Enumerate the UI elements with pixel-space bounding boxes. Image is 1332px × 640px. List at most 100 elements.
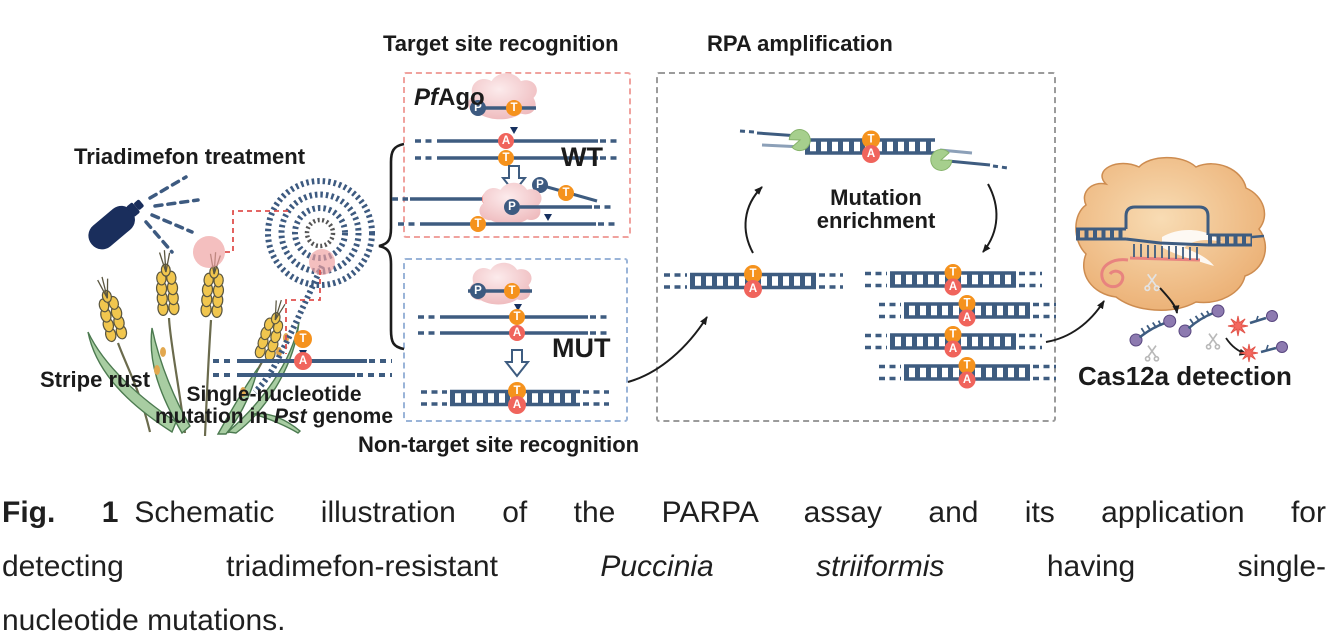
highlight-circle-coil xyxy=(309,249,335,275)
highlight-circle-wheat xyxy=(193,236,225,268)
mutation-a-base: A xyxy=(294,352,312,370)
template-a-base: A xyxy=(744,280,762,298)
svg-text:A: A xyxy=(299,355,307,367)
cas12a-mouth xyxy=(1162,229,1222,266)
mut-to-rpa-arrow xyxy=(627,316,708,383)
svg-text:T: T xyxy=(949,267,956,279)
mutation-t-base: T xyxy=(294,330,312,348)
svg-text:T: T xyxy=(474,218,481,230)
pfago-label: PfAgo xyxy=(414,84,485,111)
svg-text:P: P xyxy=(474,285,482,297)
duplex-a-base: A xyxy=(508,396,526,414)
svg-text:A: A xyxy=(963,374,971,386)
mut-panel-graphics: P T T A T xyxy=(418,262,611,414)
no-cleavage-arrow xyxy=(503,349,531,378)
crrna-hairpin xyxy=(1100,258,1129,289)
guide-t-base: T xyxy=(506,100,522,116)
non-target-site-header: Non-target site recognition xyxy=(358,432,640,457)
cycle-arrow-left xyxy=(744,186,763,254)
svg-text:A: A xyxy=(867,148,875,160)
svg-text:T: T xyxy=(867,134,874,146)
red-dashed-connectors xyxy=(225,210,321,354)
amplicon-t-base: T xyxy=(862,130,880,149)
target-strand xyxy=(1125,237,1209,247)
mut-a-base: A xyxy=(509,325,525,341)
reporter-probe xyxy=(1174,302,1229,340)
mut-nontarget-box xyxy=(403,258,628,422)
r-loop-strand xyxy=(1124,205,1210,235)
mutation-enrichment-line1: Mutation xyxy=(830,185,922,210)
caption-line-3: nucleotide mutations. xyxy=(2,604,286,637)
svg-text:P: P xyxy=(508,201,516,213)
wt-label: WT xyxy=(561,142,603,172)
svg-text:P: P xyxy=(474,102,482,114)
stripe-rust-label: Stripe rust xyxy=(40,367,151,392)
mutation-enrichment-label: Mutation enrichment xyxy=(805,186,947,232)
wt-a-base: A xyxy=(498,133,514,149)
svg-text:T: T xyxy=(963,360,970,372)
released-guide-p: P xyxy=(532,177,548,193)
svg-text:T: T xyxy=(502,152,509,164)
duplex-t-base: T xyxy=(508,382,526,400)
figure-artwork: T A P T A T xyxy=(87,73,1288,437)
rpa-panel-graphics: T A T A xyxy=(627,129,1105,389)
amplicon-a-base: A xyxy=(862,145,880,163)
triadimefon-treatment-label: Triadimefon treatment xyxy=(74,144,306,169)
cas12a-graphics xyxy=(1075,156,1288,363)
svg-text:A: A xyxy=(749,283,757,295)
svg-text:T: T xyxy=(963,298,970,310)
cycle-arrow-right xyxy=(982,183,998,253)
svg-text:T: T xyxy=(513,385,520,397)
reporter-probe xyxy=(1126,313,1180,349)
spray-can-icon xyxy=(88,175,200,254)
svg-text:A: A xyxy=(949,281,957,293)
stack-bases: T A T A T A T A xyxy=(944,264,976,389)
rpa-to-cas12a-arrow xyxy=(1045,300,1105,343)
wheat-plant-illustration xyxy=(87,248,302,437)
bound-guide-p: P xyxy=(504,199,520,215)
single-nucleotide-mutation-label: Single-nucleotide mutation in Pst genome xyxy=(128,384,420,428)
cleaved-reporters xyxy=(1249,310,1288,354)
cas12a-detection-label: Cas12a detection xyxy=(1078,361,1292,391)
crrna-pairing xyxy=(1133,244,1198,260)
guide-phosphate-mut: P xyxy=(470,283,486,299)
svg-text:A: A xyxy=(502,135,510,147)
scissors-icon xyxy=(1144,332,1221,362)
snm-line1: Single-nucleotide xyxy=(186,383,362,406)
target-site-header: Target site recognition xyxy=(383,31,619,56)
grouping-brace xyxy=(378,142,405,351)
rpa-amplification-header: RPA amplification xyxy=(707,31,893,56)
svg-text:A: A xyxy=(963,312,971,324)
wt-panel-graphics: P T A T A P T xyxy=(392,73,619,232)
svg-text:T: T xyxy=(510,102,517,114)
mut-label: MUT xyxy=(552,333,611,363)
primer-icon-right xyxy=(930,148,953,171)
svg-text:T: T xyxy=(513,311,520,323)
svg-text:A: A xyxy=(949,343,957,355)
crrna-strand xyxy=(1129,256,1201,262)
bottom-strand-t: T xyxy=(470,216,486,232)
svg-text:P: P xyxy=(536,179,544,191)
rpa-box xyxy=(656,72,1056,422)
cas12a-to-reporters-arrow xyxy=(1159,287,1180,314)
released-guide-t: T xyxy=(558,185,574,201)
snm-line2: mutation in Pst genome xyxy=(154,405,394,428)
svg-text:T: T xyxy=(562,187,569,199)
wt-t-base: T xyxy=(498,150,514,166)
svg-text:T: T xyxy=(299,333,306,345)
caption-line-2: detecting triadimefon-resistant Puccinia… xyxy=(2,550,1326,583)
wt-target-box xyxy=(403,72,631,238)
figure-number: Fig. 1 xyxy=(2,496,119,529)
mut-t-base: T xyxy=(509,309,525,325)
template-t-base: T xyxy=(744,265,762,283)
svg-text:T: T xyxy=(949,329,956,341)
primer-icon-left xyxy=(788,129,811,152)
mutation-enrichment-line2: enrichment xyxy=(816,208,936,233)
svg-text:A: A xyxy=(513,327,521,339)
guide-phosphate: P xyxy=(470,100,486,116)
cleavage-small-arrow xyxy=(1225,337,1248,356)
svg-text:T: T xyxy=(508,285,515,297)
